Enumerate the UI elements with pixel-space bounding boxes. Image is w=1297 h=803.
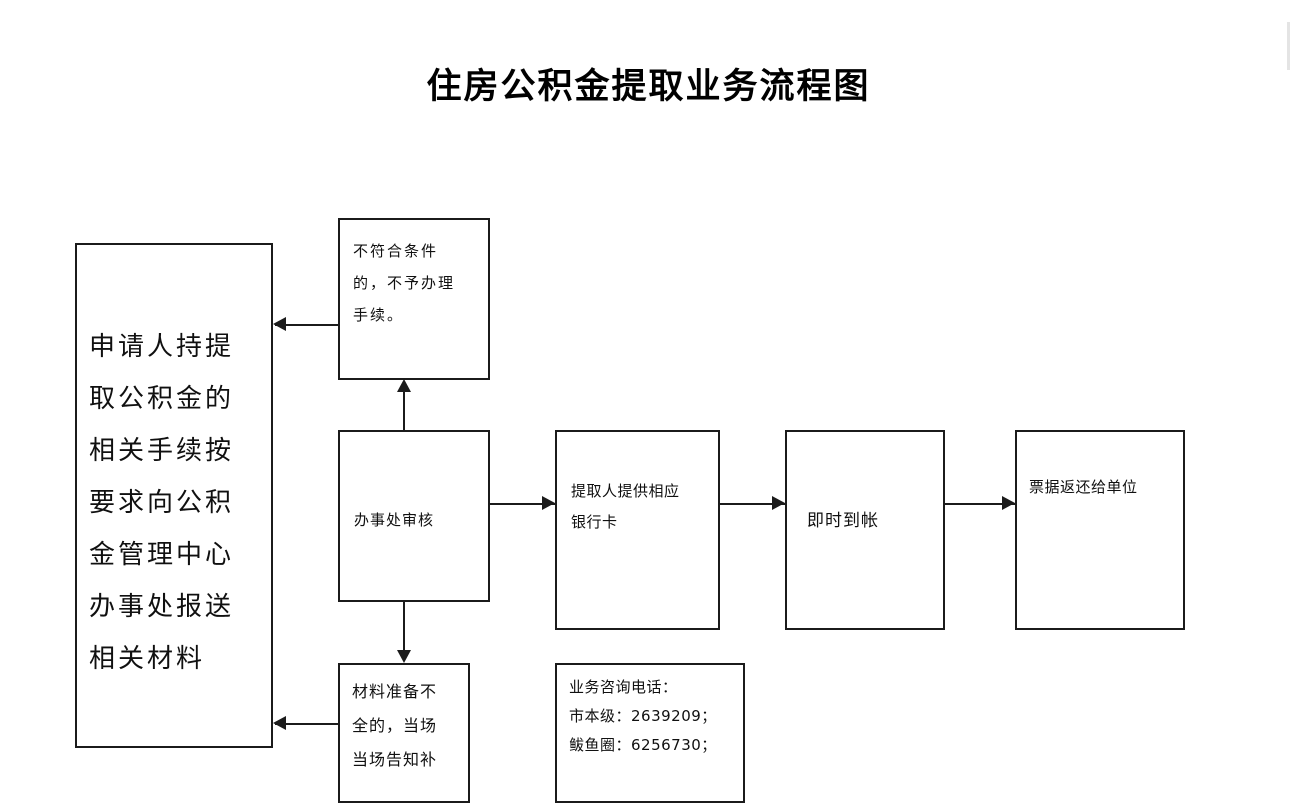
- arrow-right-icon: [1002, 496, 1015, 510]
- flow-box-office-review: 办事处审核: [338, 430, 490, 602]
- flow-box-label: 申请人持提 取公积金的 相关手续按 要求向公积 金管理中心 办事处报送 相关材料: [89, 332, 235, 674]
- arrow-left-icon: [273, 317, 286, 331]
- arrow-up-icon: [397, 379, 411, 392]
- flow-box-incomplete-materials: 材料准备不 全的，当场 当场告知补: [338, 663, 470, 803]
- page-title: 住房公积金提取业务流程图: [426, 67, 871, 107]
- flow-box-not-qualified-no-processing: 不符合条件 的，不予办理 手续。: [338, 218, 490, 380]
- arrow-left-icon: [273, 716, 286, 730]
- connector-arrival-to-receipt-line: [945, 503, 1015, 505]
- page-edge-artifact: [1287, 22, 1290, 70]
- flow-box-label: 即时到帐: [807, 511, 879, 531]
- flow-box-service-hotline-note: 业务咨询电话： 市本级：2639209； 鲅鱼圈：6256730；: [555, 663, 745, 803]
- arrow-down-icon: [397, 650, 411, 663]
- flow-box-receipt-returned-to-employer: 票据返还给单位: [1015, 430, 1185, 630]
- connector-review-to-reject-line: [403, 382, 405, 430]
- flow-box-provide-bank-card: 提取人提供相应 银行卡: [555, 430, 720, 630]
- connector-bankcard-to-arrival-line: [720, 503, 785, 505]
- arrow-right-icon: [772, 496, 785, 510]
- arrow-right-icon: [542, 496, 555, 510]
- flow-box-label: 不符合条件 的，不予办理 手续。: [353, 242, 456, 324]
- flowchart-page: 住房公积金提取业务流程图 申请人持提 取公积金的 相关手续按 要求向公积 金管理…: [75, 22, 1290, 803]
- connector-reject-to-applicant-line: [275, 324, 338, 326]
- flow-box-label: 提取人提供相应 银行卡: [571, 482, 680, 531]
- flow-box-label: 材料准备不 全的，当场 当场告知补: [352, 682, 438, 769]
- connector-review-to-bankcard-line: [490, 503, 555, 505]
- hotline-text: 业务咨询电话： 市本级：2639209； 鲅鱼圈：6256730；: [569, 678, 717, 754]
- flow-box-label: 票据返还给单位: [1029, 478, 1138, 496]
- flow-box-label: 办事处审核: [354, 511, 435, 529]
- connector-incomplete-to-applicant-line: [275, 723, 338, 725]
- connector-review-to-incomplete-line: [403, 602, 405, 657]
- flow-box-applicant-submit-materials: 申请人持提 取公积金的 相关手续按 要求向公积 金管理中心 办事处报送 相关材料: [75, 243, 273, 748]
- flow-box-instant-arrival: 即时到帐: [785, 430, 945, 630]
